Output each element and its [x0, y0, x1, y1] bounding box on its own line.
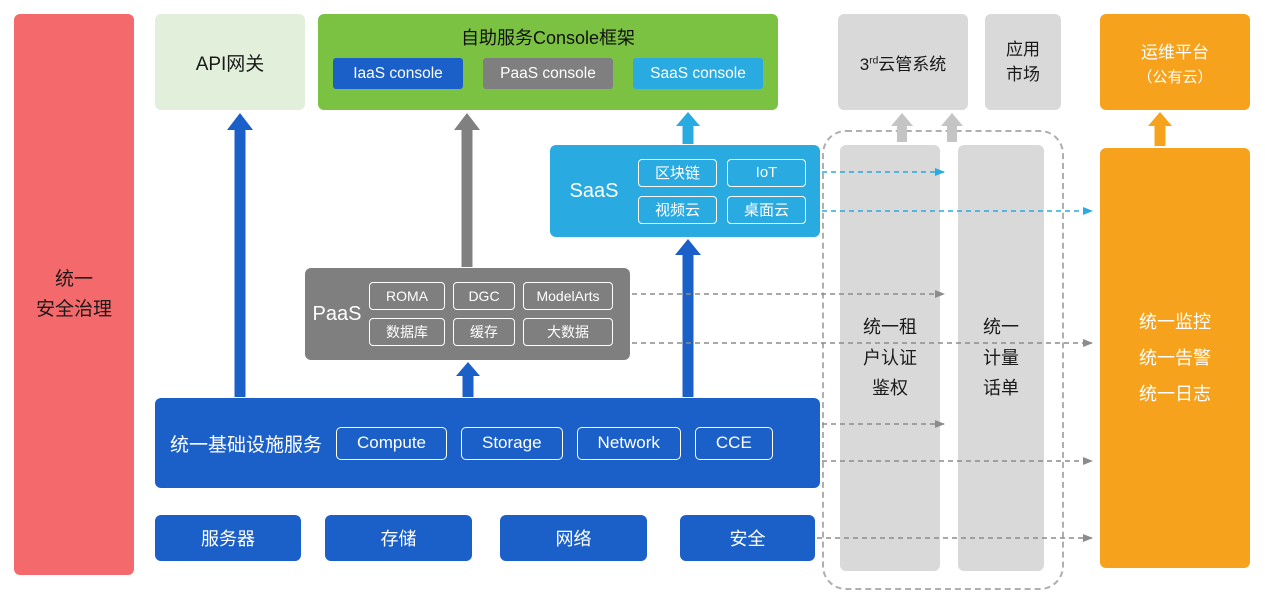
paas-chip-dgc: DGC [453, 282, 515, 310]
unified-auth-label: 统一租 户认证 鉴权 [863, 317, 917, 399]
paas-console-chip: PaaS console [483, 58, 613, 89]
unified-security-label: 统一 安全治理 [35, 269, 112, 320]
hardware-server-label: 服务器 [201, 529, 255, 549]
api-gateway-label: API网关 [195, 53, 265, 75]
app-market-box: 应用 市场 [985, 14, 1061, 110]
third-party-cloud-mgmt-box: 3rd云管系统 [838, 14, 968, 110]
unified-metering-label: 统一 计量 话单 [983, 317, 1019, 399]
infra-chip-network: Network [576, 426, 681, 460]
hardware-box-network: 网络 [500, 515, 647, 561]
infra-chip-cce: CCE [694, 426, 773, 460]
arrow-infra-to-paas [456, 362, 480, 397]
paas-chip-bigdata: 大数据 [523, 318, 613, 346]
saas-layer-label: SaaS [569, 179, 619, 202]
api-gateway-box: API网关 [155, 14, 305, 110]
third-party-sup: rd [869, 54, 879, 66]
hardware-box-storage: 存储 [325, 515, 472, 561]
third-party-base: 3 [859, 54, 870, 74]
paas-chip-grid: ROMA DGC ModelArts 数据库 缓存 大数据 [369, 282, 613, 346]
hardware-storage-label: 存储 [380, 529, 417, 549]
infra-chip-compute: Compute [336, 426, 447, 460]
third-party-rest: 云管系统 [878, 54, 947, 74]
console-framework-title: 自助服务Console框架 [460, 28, 636, 48]
app-market-label: 应用 市场 [1006, 39, 1040, 85]
hardware-box-security: 安全 [680, 515, 815, 561]
infrastructure-layer-box: 统一基础设施服务 Compute Storage Network CCE [155, 398, 820, 488]
hardware-network-label: 网络 [555, 529, 592, 549]
unified-monitoring-bar: 统一监控 统一告警 统一日志 [1100, 148, 1250, 568]
om-platform-title: 运维平台 [1141, 42, 1209, 62]
infra-chip-storage: Storage [461, 426, 563, 460]
arrow-infra-to-saas [675, 239, 701, 397]
saas-chip-desktop-cloud: 桌面云 [727, 195, 806, 224]
unified-security-bar: 统一 安全治理 [14, 14, 134, 575]
arrow-infra-to-api-gateway [227, 113, 253, 397]
arrow-paas-to-console [454, 113, 480, 267]
paas-chip-modelarts: ModelArts [523, 282, 613, 310]
hardware-security-label: 安全 [729, 529, 766, 549]
arrow-saas-to-console [676, 112, 700, 144]
saas-chip-video-cloud: 视频云 [638, 195, 717, 224]
console-chip-row: IaaS console PaaS console SaaS console [333, 58, 763, 89]
arrow-monitoring-to-om [1148, 112, 1172, 146]
hardware-box-server: 服务器 [155, 515, 301, 561]
om-platform-subtitle: （公有云） [1137, 68, 1213, 86]
paas-layer-box: PaaS ROMA DGC ModelArts 数据库 缓存 大数据 [305, 268, 630, 360]
third-party-cloud-mgmt-label: 3rd云管系统 [860, 50, 947, 75]
paas-chip-roma: ROMA [369, 282, 445, 310]
iaas-console-chip: IaaS console [333, 58, 463, 89]
unified-metering-bar: 统一 计量 话单 [958, 145, 1044, 571]
saas-chip-iot: IoT [727, 158, 806, 187]
saas-chip-blockchain: 区块链 [638, 158, 717, 187]
unified-monitoring-label: 统一监控 统一告警 统一日志 [1139, 312, 1211, 404]
paas-chip-database: 数据库 [369, 318, 445, 346]
paas-layer-label: PaaS [312, 302, 362, 325]
om-platform-box: 运维平台 （公有云） [1100, 14, 1250, 110]
saas-layer-box: SaaS 区块链 IoT 视频云 桌面云 [550, 145, 820, 237]
saas-console-chip: SaaS console [633, 58, 763, 89]
unified-auth-bar: 统一租 户认证 鉴权 [840, 145, 940, 571]
console-framework-box: 自助服务Console框架 IaaS console PaaS console … [318, 14, 778, 110]
infrastructure-label: 统一基础设施服务 [170, 434, 323, 456]
paas-chip-cache: 缓存 [453, 318, 515, 346]
saas-chip-grid: 区块链 IoT 视频云 桌面云 [638, 158, 806, 224]
